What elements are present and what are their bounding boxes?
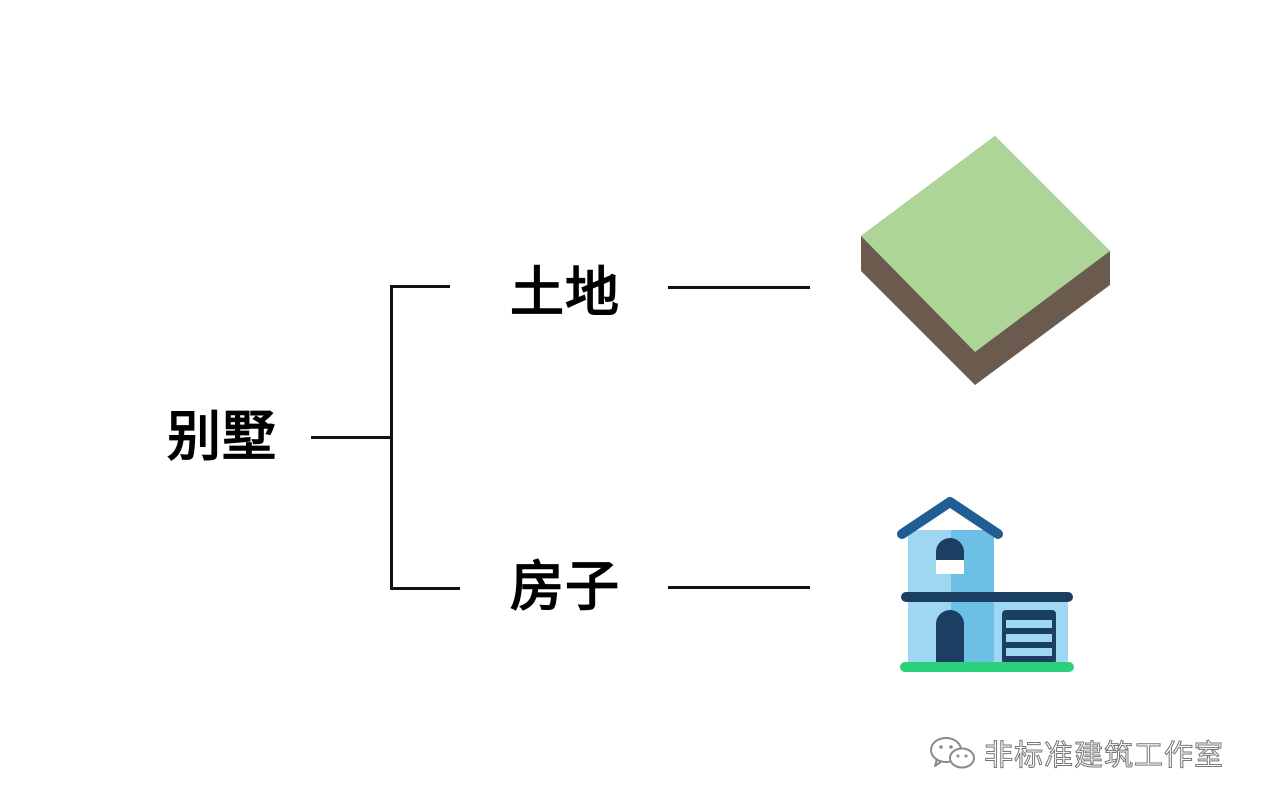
house-connector-line bbox=[668, 586, 810, 589]
watermark: 非标准建筑工作室 bbox=[928, 735, 1224, 775]
bracket-vertical-line bbox=[390, 285, 393, 590]
land-connector-line bbox=[668, 286, 810, 289]
land-plot-icon bbox=[858, 132, 1118, 396]
bracket-bottom-arm bbox=[390, 587, 460, 590]
branch-label-house: 房子 bbox=[510, 555, 620, 618]
root-connector-line bbox=[311, 436, 391, 439]
branch-label-land: 土地 bbox=[510, 261, 620, 324]
wechat-icon bbox=[928, 735, 978, 775]
watermark-text: 非标准建筑工作室 bbox=[983, 737, 1225, 772]
house-icon bbox=[896, 496, 1078, 682]
root-label: 别墅 bbox=[167, 405, 277, 468]
bracket-top-arm bbox=[390, 285, 450, 288]
